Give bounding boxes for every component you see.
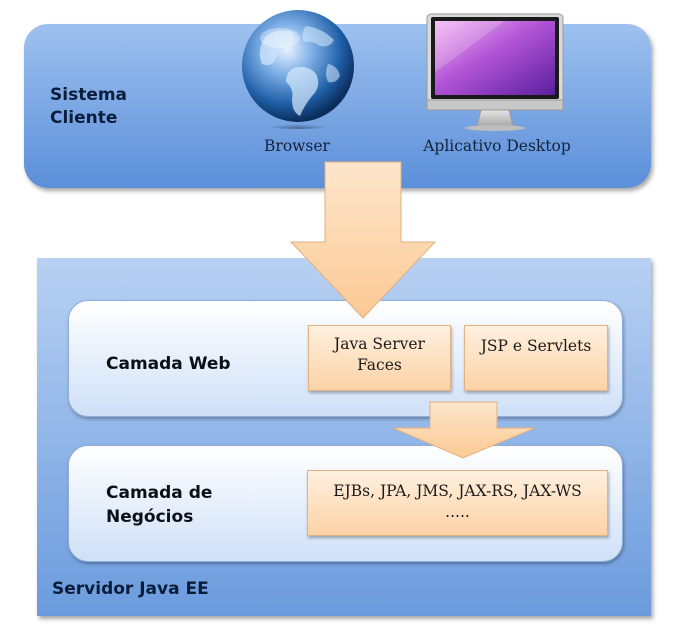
monitor-icon — [426, 13, 564, 131]
client-title-line1: Sistema — [50, 85, 128, 105]
client-title-line2: Cliente — [50, 108, 118, 128]
globe-icon — [242, 10, 354, 129]
client-system-title: Sistema Cliente — [50, 84, 190, 130]
business-layer-title: Camada de Negócios — [106, 481, 256, 529]
jsp-servlets-box: JSP e Servlets — [464, 325, 608, 391]
business-tech-box: EJBs, JPA, JMS, JAX-RS, JAX-WS ..... — [307, 470, 608, 536]
jsf-line1: Java Server — [334, 335, 425, 353]
server-title: Servidor Java EE — [52, 579, 209, 599]
jsf-line2: Faces — [357, 356, 402, 374]
desktop-app-label: Aplicativo Desktop — [423, 137, 571, 155]
business-tech-line1: EJBs, JPA, JMS, JAX-RS, JAX-WS — [333, 482, 582, 500]
business-title-line2: Negócios — [106, 507, 194, 527]
business-tech-line2: ..... — [445, 503, 470, 521]
business-title-line1: Camada de — [106, 483, 213, 503]
jsp-servlets-label: JSP e Servlets — [480, 337, 592, 355]
browser-label: Browser — [264, 137, 330, 155]
jsf-box: Java Server Faces — [308, 325, 451, 391]
web-layer-title: Camada Web — [106, 354, 231, 374]
